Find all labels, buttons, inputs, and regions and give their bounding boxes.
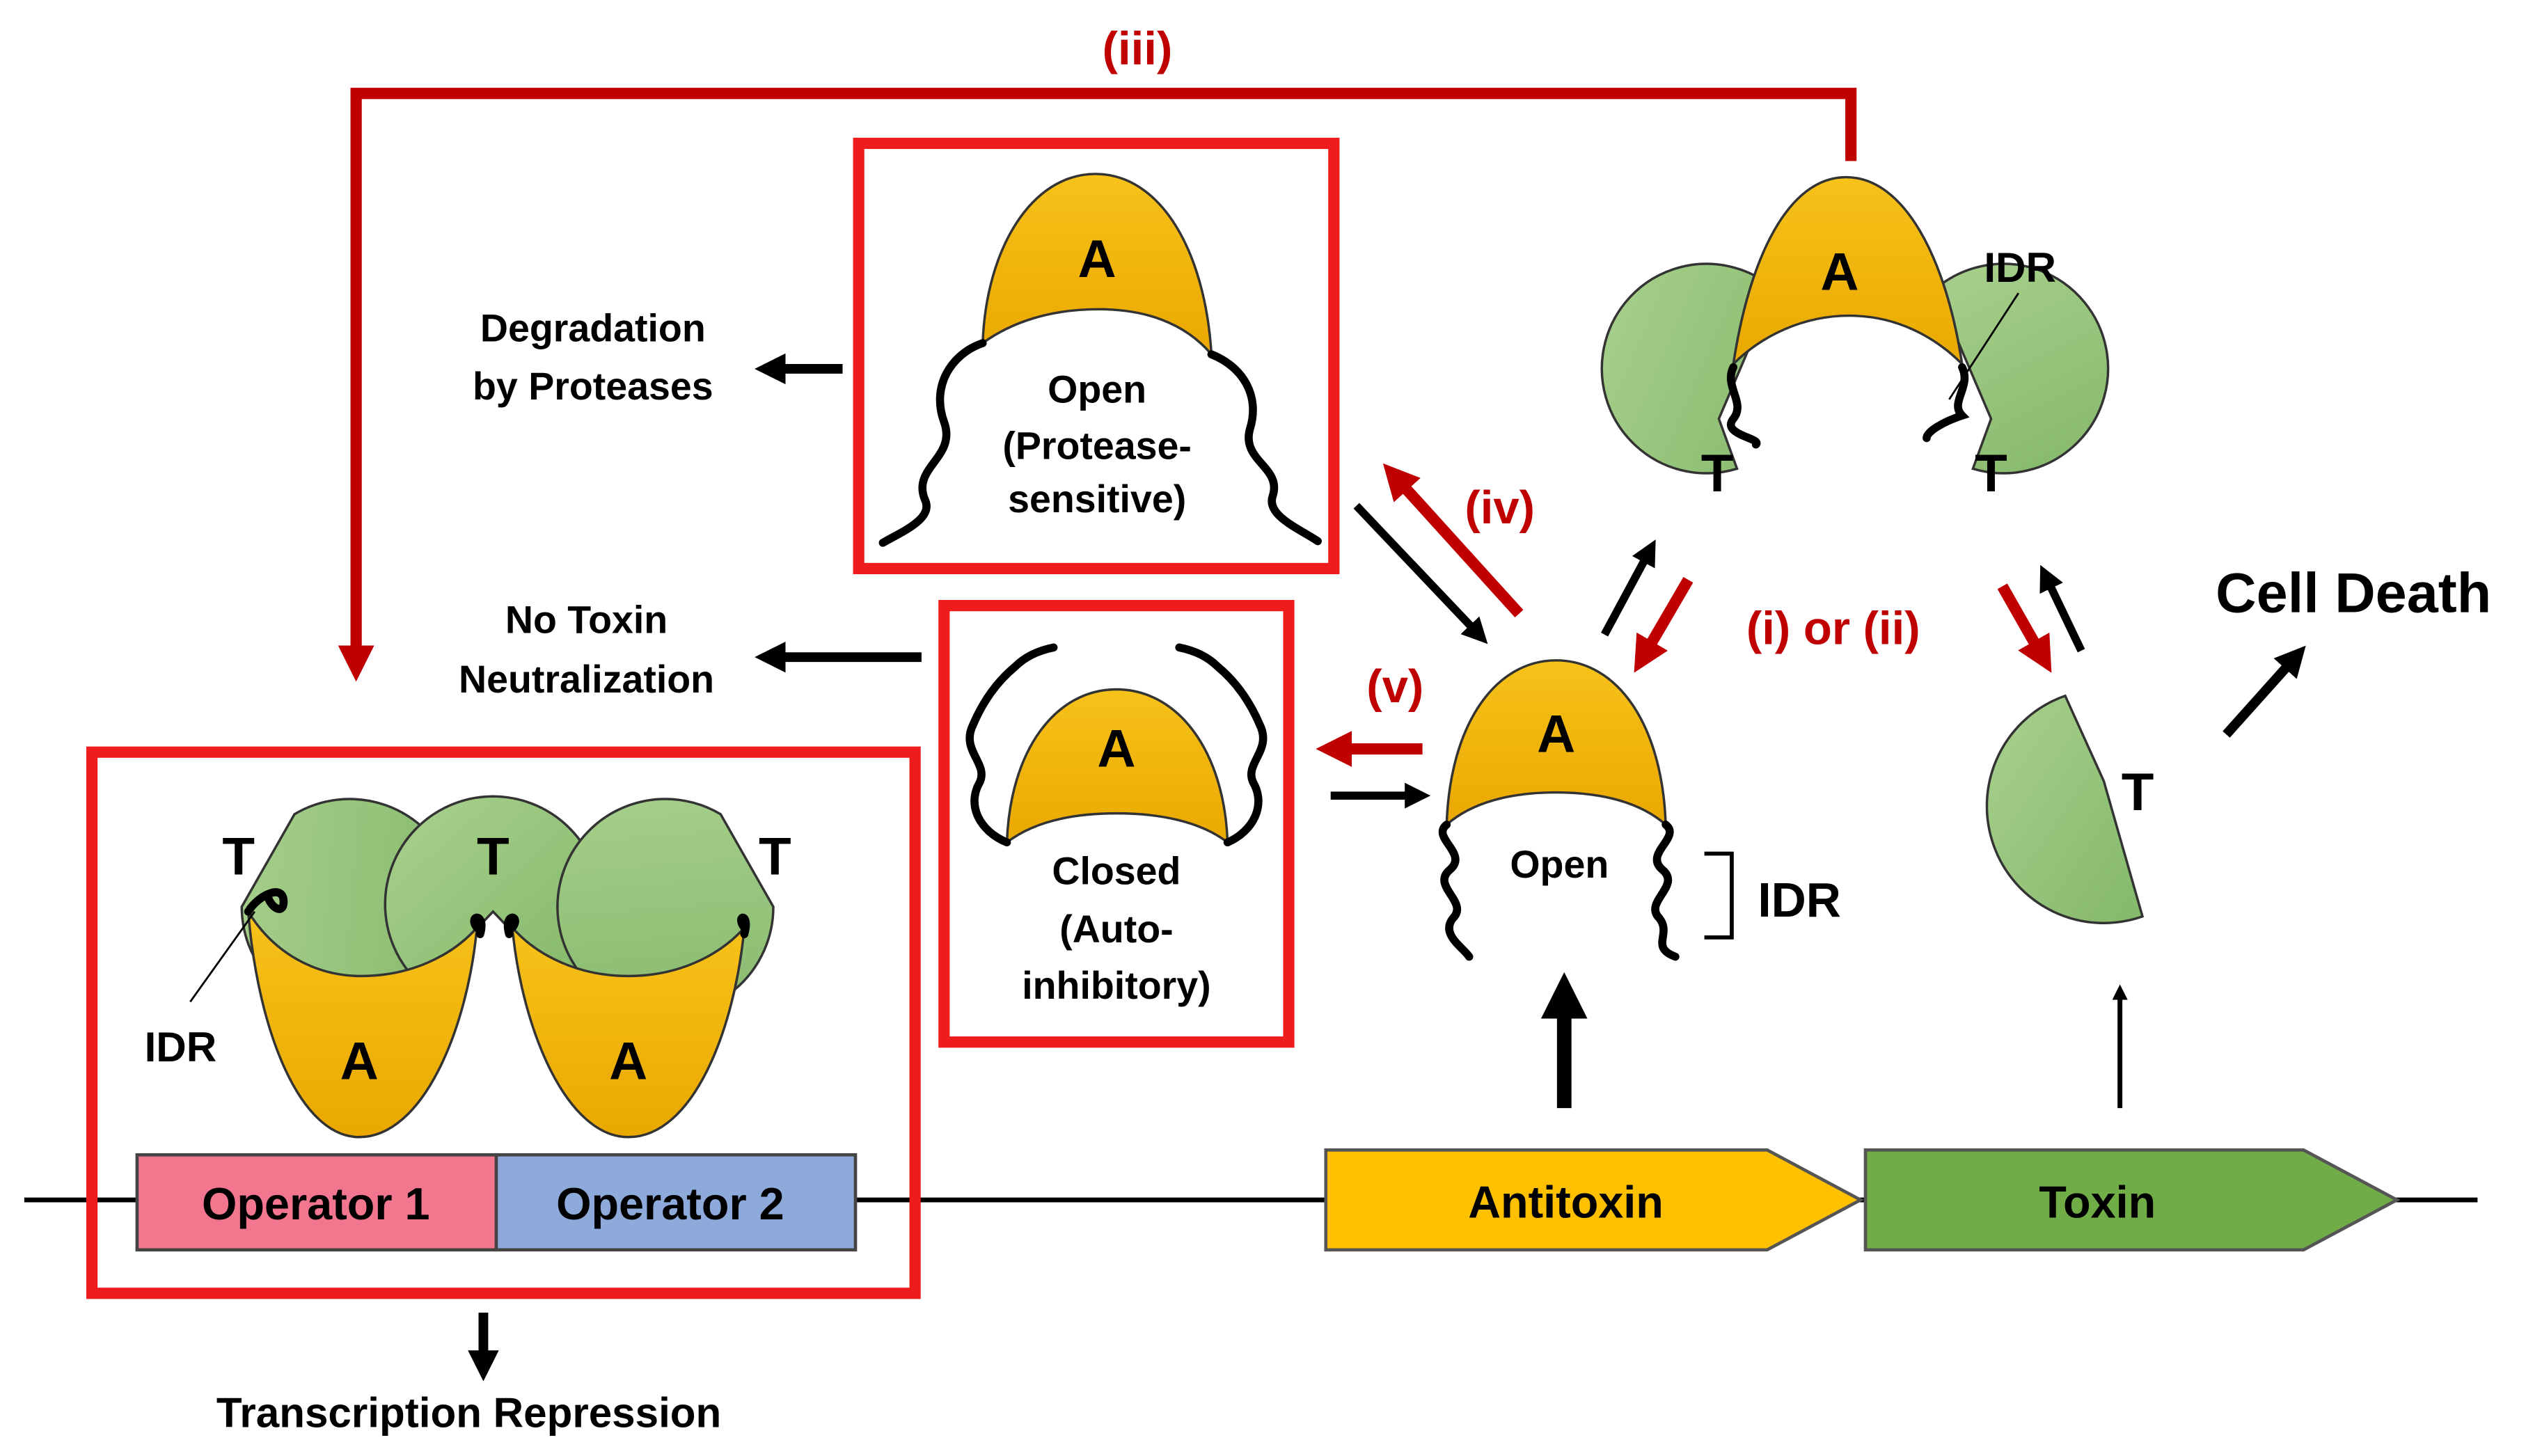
svg-text:A: A — [1078, 230, 1116, 289]
pathway-iv-red-arrow — [1382, 463, 1524, 618]
pathway-v-label: (v) — [1366, 660, 1423, 713]
pathway-iv-black-arrow — [1353, 503, 1488, 644]
cell-death-arrow — [2223, 645, 2306, 738]
svg-text:A: A — [1537, 705, 1575, 764]
association-red-arrow-1 — [1634, 577, 1694, 673]
pathway-iv-label: (iv) — [1465, 482, 1535, 534]
open-protease-box — [853, 137, 1340, 574]
closed-autoinhibitory-box — [938, 600, 1295, 1048]
operator-1-label: Operator 1 — [202, 1178, 430, 1229]
operator-2 — [494, 1153, 858, 1252]
svg-text:(Auto-: (Auto- — [1059, 908, 1173, 951]
free-toxin: T — [1985, 694, 2154, 924]
pathway-iii-arrow — [338, 88, 1857, 682]
open-label: Open — [1510, 843, 1609, 886]
idr-label-repressor: IDR — [145, 1024, 217, 1070]
association-black-arrow-1 — [1601, 539, 1656, 637]
open-antitoxin-protease: A Open (Protease- sensitive) — [878, 173, 1322, 547]
pathway-i-or-ii-label: (i) or (ii) — [1746, 603, 1920, 655]
degradation-label-2: by Proteases — [473, 365, 713, 408]
svg-text:A: A — [609, 1031, 647, 1091]
svg-text:A: A — [1097, 720, 1135, 779]
operator-2-label: Operator 2 — [556, 1178, 784, 1229]
no-toxin-label-1: No Toxin — [505, 598, 668, 641]
no-toxin-label-2: Neutralization — [459, 658, 714, 701]
idr-bracket — [1704, 851, 1734, 940]
svg-text:T: T — [477, 828, 510, 887]
degradation-label-1: Degradation — [480, 307, 706, 350]
association-red-arrow-2 — [1997, 583, 2052, 673]
repressor-antitoxin-1 — [246, 910, 479, 1139]
cell-death-label: Cell Death — [2216, 562, 2491, 624]
idr-label-open: IDR — [1758, 873, 1841, 927]
svg-text:T: T — [1975, 444, 2007, 503]
repressor-complex-box — [86, 746, 921, 1299]
svg-text:(Protease-: (Protease- — [1002, 425, 1192, 468]
complex-toxin-right — [1934, 262, 2110, 475]
antitoxin-gene-label: Antitoxin — [1468, 1177, 1664, 1228]
svg-text:Closed: Closed — [1052, 849, 1181, 892]
svg-text:T: T — [2122, 763, 2154, 822]
svg-text:Open: Open — [1048, 368, 1146, 411]
ta-complex: A T T IDR — [1600, 175, 2110, 503]
svg-text:A: A — [340, 1031, 379, 1091]
free-open-antitoxin: A Open — [1438, 659, 1680, 961]
idr-label-complex: IDR — [1984, 244, 2056, 291]
svg-text:A: A — [1820, 243, 1858, 302]
pathway-iii-label: (iii) — [1103, 23, 1173, 75]
toxin-gene — [1863, 1148, 2401, 1252]
association-black-arrow-2 — [2039, 564, 2085, 653]
toxin-gene-label: Toxin — [2039, 1177, 2156, 1228]
repressor-complex: A A T T T IDR — [145, 795, 791, 1139]
closed-antitoxin: A Closed (Auto- inhibitory) — [965, 643, 1268, 1007]
svg-text:T: T — [222, 828, 255, 887]
transcription-repression-label: Transcription Repression — [216, 1389, 721, 1436]
svg-text:T: T — [759, 828, 791, 887]
svg-text:sensitive): sensitive) — [1008, 477, 1186, 521]
svg-text:inhibitory): inhibitory) — [1022, 964, 1210, 1007]
operator-1 — [135, 1153, 498, 1252]
antitoxin-gene — [1324, 1148, 1864, 1252]
repressor-antitoxin-2 — [510, 924, 746, 1139]
complex-toxin-left — [1600, 262, 1776, 475]
complex-antitoxin — [1731, 175, 1964, 367]
svg-text:T: T — [1701, 444, 1734, 503]
